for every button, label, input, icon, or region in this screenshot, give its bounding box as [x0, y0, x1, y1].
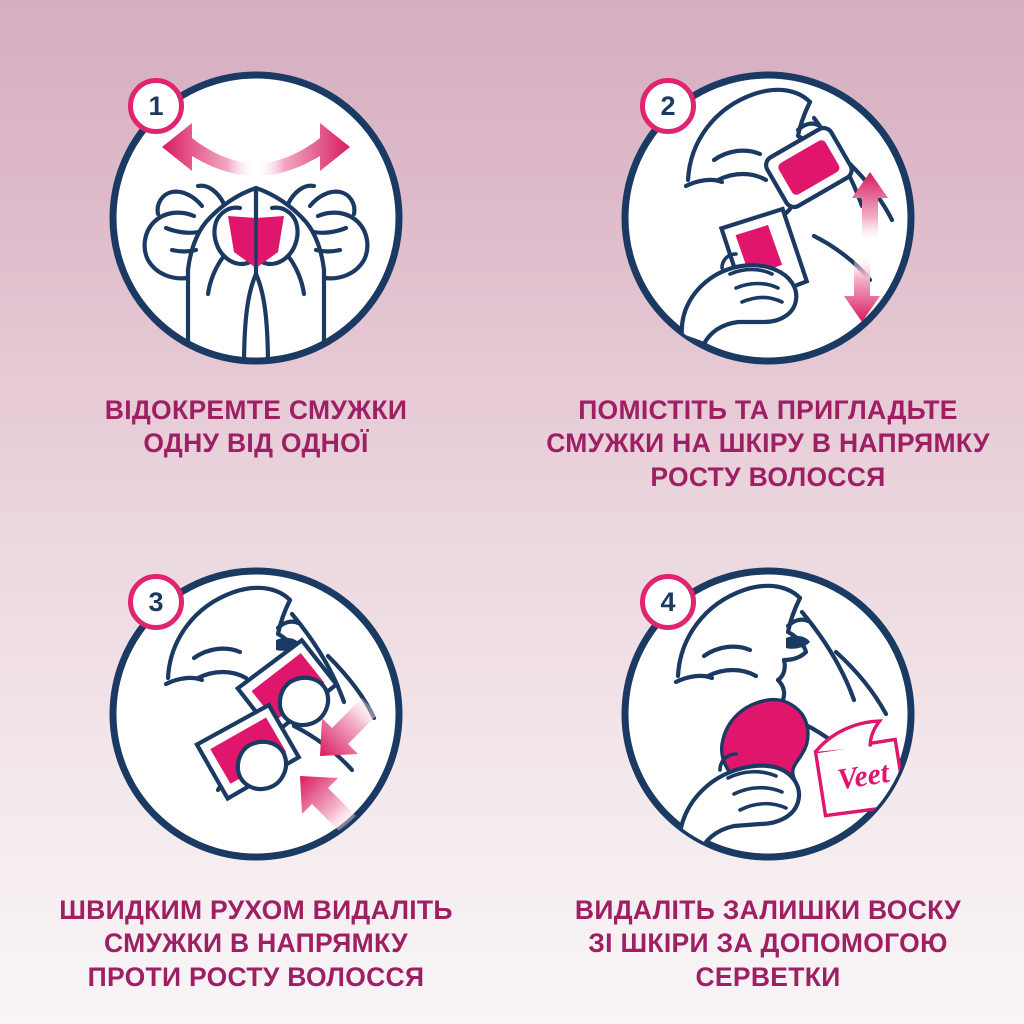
- caption-line: СЕРВЕТКИ: [695, 961, 841, 992]
- arrow-right-icon: [256, 123, 350, 176]
- caption-line: ПОМІСТІТЬ ТА ПРИГЛАДЬТЕ: [578, 395, 958, 425]
- step-caption-4: ВИДАЛІТЬ ЗАЛИШКИ ВОСКУ ЗІ ШКІРИ ЗА ДОПОМ…: [575, 894, 961, 994]
- step-number-label: 4: [660, 586, 676, 617]
- caption-line: ВИДАЛІТЬ ЗАЛИШКИ ВОСКУ: [574, 895, 962, 925]
- caption-line: РОСТУ ВОЛОССЯ: [650, 461, 886, 492]
- step-card-4: Veet 4 ВИДАЛІТЬ ЗАЛИШКИ ВОСКУ ЗІ ШКІРИ З…: [512, 512, 1024, 1024]
- remove-strips-illustration: [109, 567, 403, 861]
- step-number-badge-4: 4: [640, 574, 696, 630]
- step-caption-3: ШВИДКИМ РУХОМ ВИДАЛІТЬ СМУЖКИ В НАПРЯМКУ…: [59, 894, 453, 994]
- caption-line: ВІДОКРЕМТЕ СМУЖКИ: [104, 395, 408, 425]
- step-card-3: 3 ШВИДКИМ РУХОМ ВИДАЛІТЬ СМУЖКИ В НАПРЯМ…: [0, 512, 512, 1024]
- step-card-1: 1 ВІДОКРЕМТЕ СМУЖКИ ОДНУ ВІД ОДНОЇ: [0, 0, 512, 512]
- step-number-label: 2: [660, 90, 676, 121]
- caption-line: ПРОТИ РОСТУ ВОЛОССЯ: [87, 961, 425, 992]
- arrow-pull-down-icon: [320, 698, 378, 756]
- sachet-torn-corner: [814, 719, 884, 753]
- step-number-badge-2: 2: [640, 78, 696, 134]
- arrow-left-icon: [162, 123, 256, 176]
- step-number-label: 1: [148, 90, 164, 121]
- caption-line: ШВИДКИМ РУХОМ ВИДАЛІТЬ: [59, 895, 453, 925]
- arrow-pull-up-icon: [300, 776, 356, 832]
- step-caption-1: ВІДОКРЕМТЕ СМУЖКИ ОДНУ ВІД ОДНОЇ: [105, 394, 407, 461]
- step-number-badge-1: 1: [128, 78, 184, 134]
- step-number-badge-3: 3: [128, 574, 184, 630]
- arrow-up-icon: [852, 172, 888, 244]
- step-caption-2: ПОМІСТІТЬ ТА ПРИГЛАДЬТЕ СМУЖКИ НА ШКІРУ …: [546, 394, 990, 494]
- step-illustration-4: Veet 4: [618, 564, 918, 864]
- caption-line: СМУЖКИ НА ШКІРУ В НАПРЯМКУ: [546, 428, 990, 459]
- step-illustration-3: 3: [106, 564, 406, 864]
- step-illustration-1: 1: [106, 68, 406, 368]
- separate-strips-illustration: [109, 71, 403, 365]
- caption-line: ЗІ ШКІРИ ЗА ДОПОМОГОЮ: [588, 928, 948, 959]
- veet-brand-label: Veet: [835, 756, 893, 797]
- step-illustration-2: 2: [618, 68, 918, 368]
- arrow-down-icon: [844, 254, 880, 322]
- caption-line: СМУЖКИ В НАПРЯМКУ: [104, 928, 408, 959]
- wipe-residue-illustration: Veet: [621, 567, 915, 861]
- apply-strip-illustration: [621, 71, 915, 365]
- step-card-2: 2 ПОМІСТІТЬ ТА ПРИГЛАДЬТЕ СМУЖКИ НА ШКІР…: [512, 0, 1024, 512]
- caption-line: ОДНУ ВІД ОДНОЇ: [143, 428, 369, 459]
- step-number-label: 3: [148, 586, 164, 617]
